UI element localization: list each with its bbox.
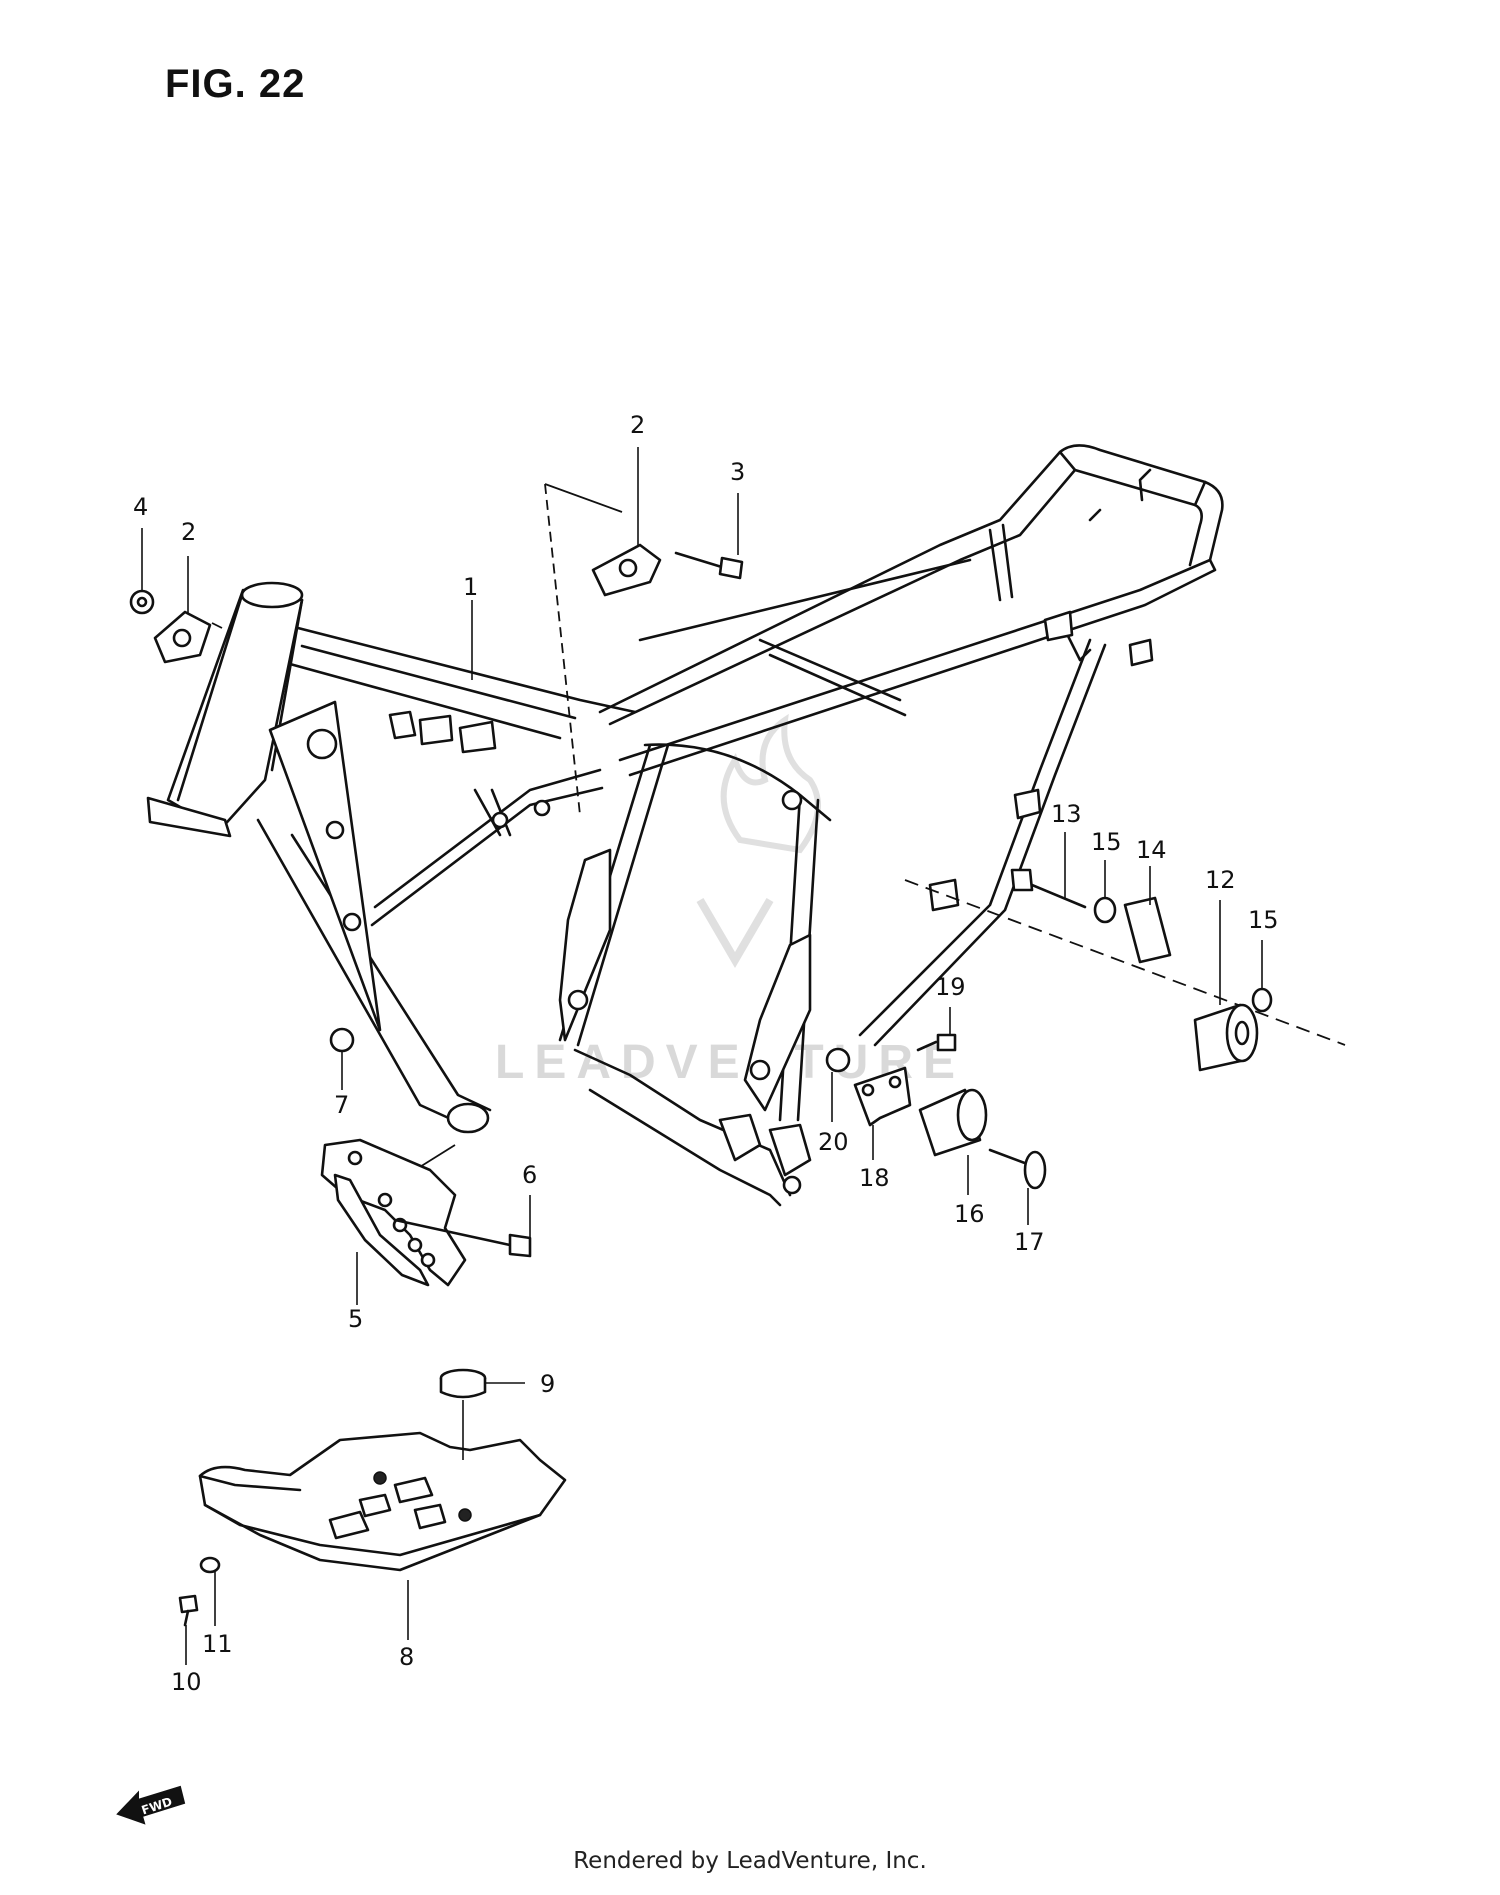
callout-4: 4 bbox=[133, 493, 148, 521]
callout-17: 17 bbox=[1014, 1228, 1045, 1256]
callout-14: 14 bbox=[1136, 836, 1167, 864]
leader-lines bbox=[141, 447, 1263, 1665]
callout-19: 19 bbox=[935, 973, 966, 1001]
down-tube-end bbox=[446, 1102, 490, 1134]
callout-6: 6 bbox=[522, 1161, 537, 1189]
callout-8: 8 bbox=[399, 1643, 414, 1671]
callouts: 1 2 2 3 4 5 6 7 8 9 10 11 12 13 14 15 15… bbox=[133, 411, 1279, 1696]
part-14-spacer bbox=[1123, 896, 1172, 964]
part-11-washer bbox=[199, 1556, 221, 1574]
callout-5: 5 bbox=[348, 1305, 363, 1333]
footer-credit: Rendered by LeadVenture, Inc. bbox=[573, 1848, 927, 1874]
callout-1: 1 bbox=[463, 573, 478, 601]
part-7-nut bbox=[329, 1027, 355, 1053]
callout-2-upper: 2 bbox=[630, 411, 645, 439]
part-10-bolt bbox=[178, 1594, 199, 1614]
part-15-washer-b bbox=[1251, 987, 1273, 1013]
part-15-washer-a bbox=[1093, 896, 1117, 924]
callout-12: 12 bbox=[1205, 866, 1236, 894]
part-19-bolt bbox=[936, 1033, 957, 1052]
part-17-bolt bbox=[988, 1148, 1032, 1167]
part-3-bolt bbox=[674, 551, 727, 570]
callout-2-left: 2 bbox=[181, 518, 196, 546]
part-6-bolt bbox=[393, 1218, 512, 1247]
assembly-dashed-line bbox=[544, 483, 581, 816]
callout-13: 13 bbox=[1051, 800, 1082, 828]
callout-18: 18 bbox=[859, 1164, 890, 1192]
callout-3: 3 bbox=[730, 458, 745, 486]
head-tube-top bbox=[240, 581, 304, 609]
callout-10: 10 bbox=[171, 1668, 202, 1696]
callout-15-b: 15 bbox=[1248, 906, 1279, 934]
main-frame bbox=[146, 444, 1224, 1207]
callout-7: 7 bbox=[334, 1091, 349, 1119]
watermark-logo bbox=[696, 713, 821, 968]
callout-15-a: 15 bbox=[1091, 828, 1122, 856]
callout-9: 9 bbox=[540, 1370, 555, 1398]
callout-11: 11 bbox=[202, 1630, 233, 1658]
figure-title: FIG. 22 bbox=[165, 62, 306, 106]
part-20-nut bbox=[825, 1047, 851, 1073]
frame-gusset-plate bbox=[268, 700, 382, 1032]
engine-mount-axis-line bbox=[904, 879, 1346, 1046]
callout-20: 20 bbox=[818, 1128, 849, 1156]
callout-16: 16 bbox=[954, 1200, 985, 1228]
fwd-direction-arrow: FWD bbox=[116, 1785, 186, 1825]
